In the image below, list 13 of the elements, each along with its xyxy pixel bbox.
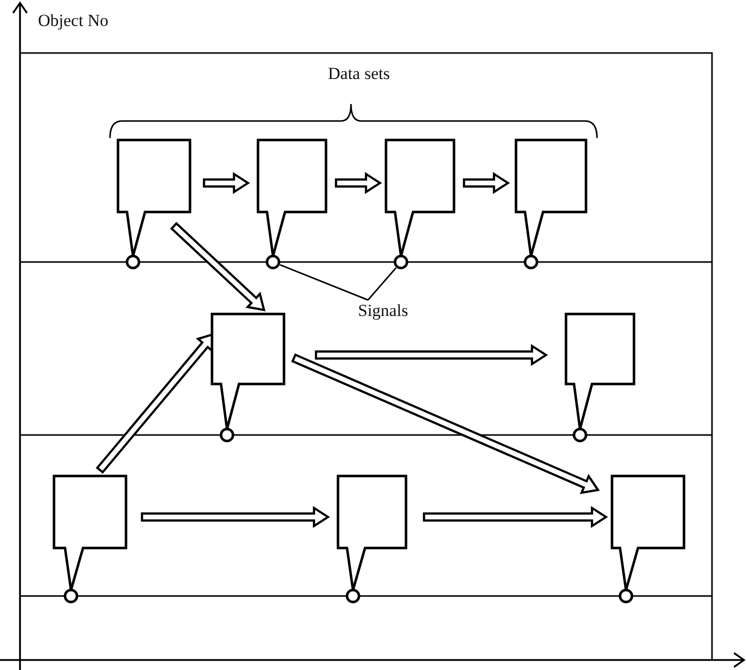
leader-line (367, 267, 397, 300)
arrow (291, 353, 600, 494)
arrow (140, 506, 330, 528)
arrow (202, 172, 250, 194)
group-label: Data sets (328, 64, 390, 84)
arrow (422, 506, 608, 528)
arrow (314, 344, 548, 366)
axis-label: Object No (38, 11, 108, 31)
arrow (334, 172, 382, 194)
arrow (462, 172, 510, 194)
leader-line (280, 264, 368, 301)
signal-label: Signals (358, 301, 408, 321)
arrow (170, 222, 266, 312)
